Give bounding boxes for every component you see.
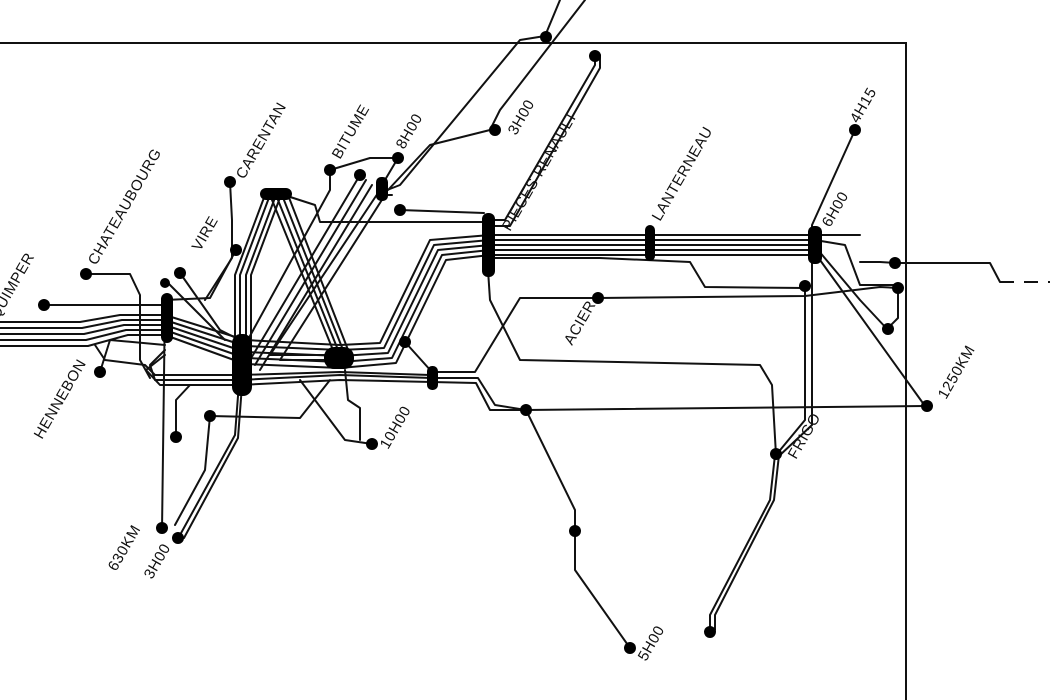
node-west xyxy=(38,299,50,311)
node-5h00-mid xyxy=(569,525,581,537)
node-bitume xyxy=(324,164,336,176)
station-hubs xyxy=(161,177,822,396)
node-hennebon xyxy=(94,366,106,378)
label-quimper: QUIMPER xyxy=(0,250,38,322)
node-carentan xyxy=(224,176,236,188)
node-3h00-top xyxy=(489,124,501,136)
label-3h00-top: 3H00 xyxy=(505,97,539,138)
hub-carentan xyxy=(260,188,292,200)
node-vire xyxy=(230,244,242,256)
hub-6h00 xyxy=(808,226,822,264)
node-pieces-left xyxy=(394,204,406,216)
hub-10h00 xyxy=(324,347,354,369)
label-bitume: BITUME xyxy=(329,102,374,162)
node-east-b xyxy=(892,282,904,294)
node-bitume-b xyxy=(354,169,366,181)
east-lines xyxy=(483,129,1050,649)
node-chateaubourg xyxy=(80,268,92,280)
terminal-nodes xyxy=(38,31,933,654)
hub-central xyxy=(232,334,252,396)
node-left-a xyxy=(174,267,186,279)
label-lanterneau: LANTERNEAU xyxy=(649,124,717,224)
node-left-c xyxy=(170,431,182,443)
label-10h00: 10H00 xyxy=(377,403,415,452)
hub-pieces-renault xyxy=(482,213,495,277)
node-left-b xyxy=(160,278,170,288)
node-east-a xyxy=(889,257,901,269)
label-acier: ACIER xyxy=(561,298,600,348)
left-spur-lines xyxy=(43,181,485,539)
node-east-c xyxy=(882,323,894,335)
node-8h00 xyxy=(392,152,404,164)
node-top-feeder-b xyxy=(589,50,601,62)
hub-lanterneau xyxy=(645,225,655,261)
label-630km: 630KM xyxy=(105,522,145,574)
label-hennebon: HENNEBON xyxy=(31,356,90,442)
label-6h00: 6H00 xyxy=(819,189,853,230)
node-top-feeder xyxy=(540,31,552,43)
hub-8h00 xyxy=(376,177,388,201)
hub-lower xyxy=(427,366,438,390)
node-frigo xyxy=(770,448,782,460)
node-3h00-bottom xyxy=(172,532,184,544)
hub-hennebon xyxy=(161,293,173,343)
node-1250km xyxy=(921,400,933,412)
label-8h00: 8H00 xyxy=(393,111,427,152)
node-left-d xyxy=(204,410,216,422)
node-5h00 xyxy=(624,642,636,654)
node-10h00-up xyxy=(399,336,411,348)
node-frigo-end xyxy=(704,626,716,638)
label-1250km: 1250KM xyxy=(935,343,979,402)
label-3h00-bottom: 3H00 xyxy=(141,541,175,582)
node-mid-lower xyxy=(520,404,532,416)
label-chateaubourg: CHATEAUBOURG xyxy=(85,146,166,268)
label-4h15: 4H15 xyxy=(847,85,881,126)
label-vire: VIRE xyxy=(189,213,222,254)
main-trunk-lines xyxy=(0,234,861,369)
map-frame xyxy=(0,42,907,700)
node-acier xyxy=(592,292,604,304)
node-10h00 xyxy=(366,438,378,450)
label-5h00: 5H00 xyxy=(635,623,669,664)
node-6h00-loop xyxy=(799,280,811,292)
node-630km xyxy=(156,522,168,534)
label-carentan: CARENTAN xyxy=(233,100,290,182)
node-4h15 xyxy=(849,124,861,136)
